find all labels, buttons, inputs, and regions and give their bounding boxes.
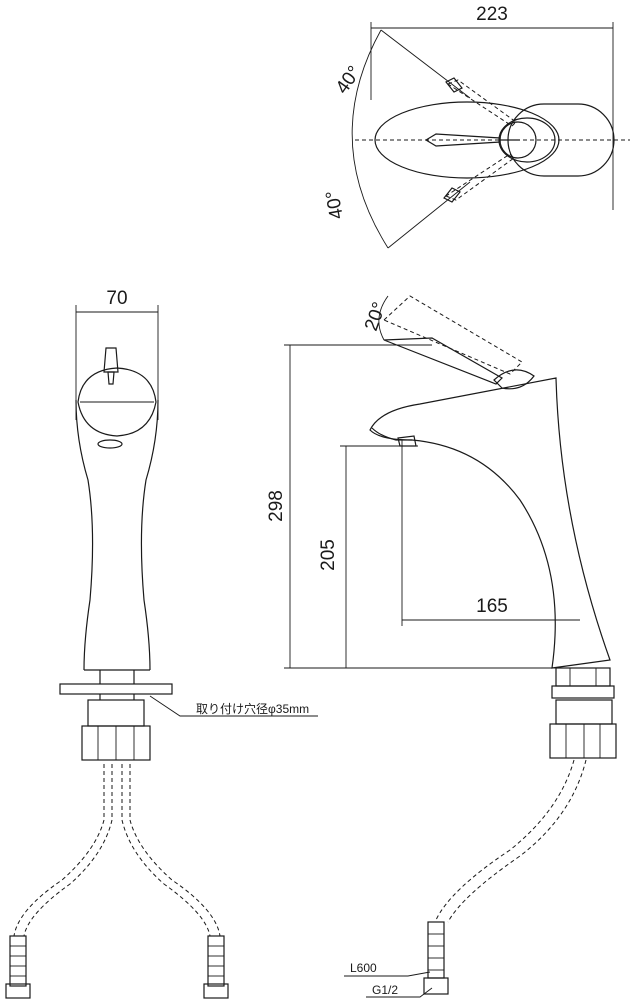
hose-length-leader [344,971,431,977]
dim-205-label: 205 [318,539,339,571]
front-cap [77,367,157,437]
angle-upper-label: 40° [332,62,366,98]
side-nut-lower [549,723,617,759]
front-view: 70 取り付け穴径φ35mm [5,288,318,999]
thread-note: G1/2 [372,983,398,997]
front-lever [103,347,119,373]
side-lever [383,337,503,385]
side-body [369,377,611,669]
side-lever-raised [383,295,523,375]
hose-length-note: L600 [350,961,377,975]
front-hose-right-outer [121,764,211,937]
side-hose [435,759,575,921]
front-threaded-end-right [207,935,225,987]
lever-rotated-down [444,153,515,201]
rotation-arc [351,29,389,249]
front-threaded-end-left [9,935,27,987]
front-body-right [140,399,159,671]
dim-223-label: 223 [476,4,508,25]
front-mount-plate [59,683,173,695]
dim-298-label: 298 [266,490,287,522]
side-nut-upper [555,699,613,725]
side-base [555,667,611,687]
front-nut-upper [87,699,145,727]
side-view: 298 205 165 20° [266,295,617,998]
lever-tilt-label: 20° [361,300,391,334]
dim-70-label: 70 [106,288,127,309]
lever-rotated-up [446,79,517,127]
front-hose-left-outer [13,764,105,937]
front-body-left [75,399,94,671]
mount-hole-leader [149,695,318,717]
side-aerator [397,435,417,447]
angle-lower-label: 40° [322,189,348,221]
thread-leader [366,987,433,998]
dim-165-label: 165 [476,596,508,617]
mount-hole-note: 取り付け穴径φ35mm [196,701,309,716]
top-view: 223 40° 40° [322,4,630,249]
